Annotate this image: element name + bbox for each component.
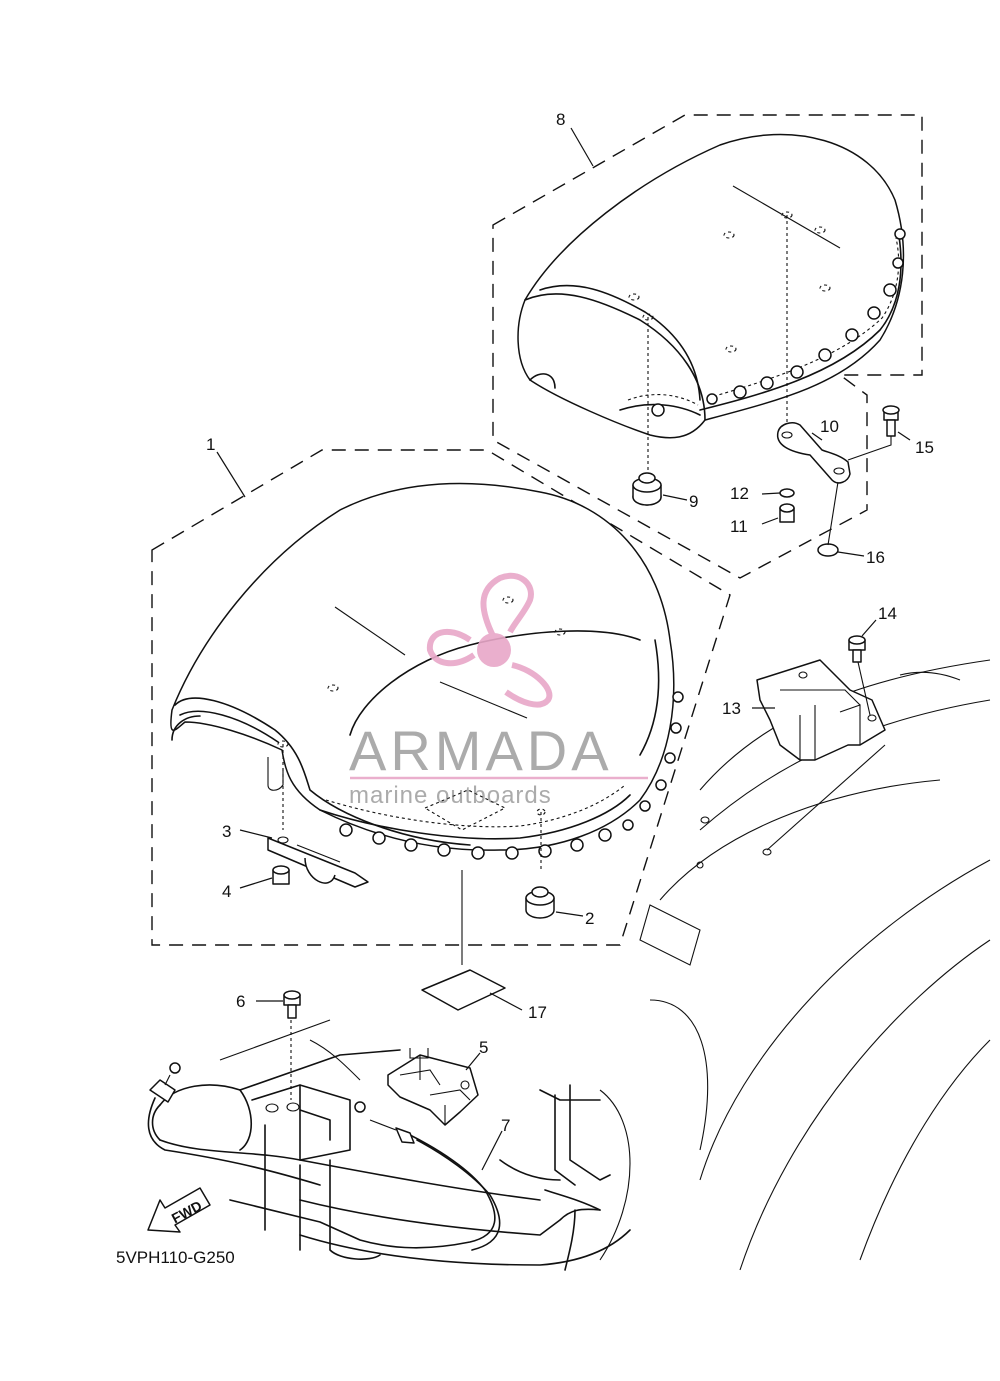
washer-12 bbox=[779, 488, 795, 498]
bolt-14 bbox=[848, 635, 866, 663]
seat-cable-7 bbox=[147, 1062, 501, 1251]
callout-17: 17 bbox=[528, 1003, 547, 1022]
seat-lock-5 bbox=[387, 1048, 479, 1126]
rear-seat-group-boundary bbox=[492, 114, 923, 579]
frame-outline bbox=[599, 659, 991, 1271]
damper-9 bbox=[632, 472, 662, 506]
leader-lines bbox=[216, 127, 911, 1171]
callout-1: 1 bbox=[206, 435, 215, 454]
callout-5: 5 bbox=[479, 1038, 488, 1057]
forward-direction-arrow: FWD bbox=[147, 1187, 211, 1233]
bolt-4 bbox=[272, 865, 290, 885]
armada-watermark: ARMADA marine outboards bbox=[349, 572, 648, 809]
callout-13: 13 bbox=[722, 699, 741, 718]
callout-15: 15 bbox=[915, 438, 934, 457]
watermark-tagline: marine outboards bbox=[349, 782, 552, 809]
callout-labels: 8 1 9 10 15 12 11 16 14 13 3 4 2 17 6 5 … bbox=[206, 110, 934, 1135]
washer-16 bbox=[817, 543, 839, 557]
bracket-3 bbox=[267, 836, 369, 888]
callout-6: 6 bbox=[236, 992, 245, 1011]
callout-8: 8 bbox=[556, 110, 565, 129]
bracket-10 bbox=[776, 422, 851, 484]
bracket-13 bbox=[756, 659, 886, 761]
callout-2: 2 bbox=[585, 909, 594, 928]
callout-9: 9 bbox=[689, 492, 698, 511]
pad-17 bbox=[421, 969, 506, 1011]
front-seat-group-boundary bbox=[151, 449, 731, 946]
rear-seat bbox=[517, 133, 906, 439]
callout-12: 12 bbox=[730, 484, 749, 503]
propeller-logo-icon bbox=[426, 572, 553, 708]
callout-16: 16 bbox=[866, 548, 885, 567]
frame-tube-assembly bbox=[151, 1019, 631, 1271]
callout-10: 10 bbox=[820, 417, 839, 436]
callout-3: 3 bbox=[222, 822, 231, 841]
bolt-11 bbox=[779, 503, 795, 523]
bolt-6 bbox=[283, 990, 301, 1019]
watermark-brand: ARMADA bbox=[349, 719, 613, 782]
callout-14: 14 bbox=[878, 604, 897, 623]
callout-7: 7 bbox=[501, 1116, 510, 1135]
damper-2 bbox=[525, 886, 555, 919]
front-seat bbox=[170, 482, 684, 860]
callout-4: 4 bbox=[222, 882, 231, 901]
bolt-15 bbox=[882, 405, 900, 437]
diagram-code: 5VPH110-G250 bbox=[116, 1248, 235, 1267]
callout-11: 11 bbox=[730, 517, 748, 536]
